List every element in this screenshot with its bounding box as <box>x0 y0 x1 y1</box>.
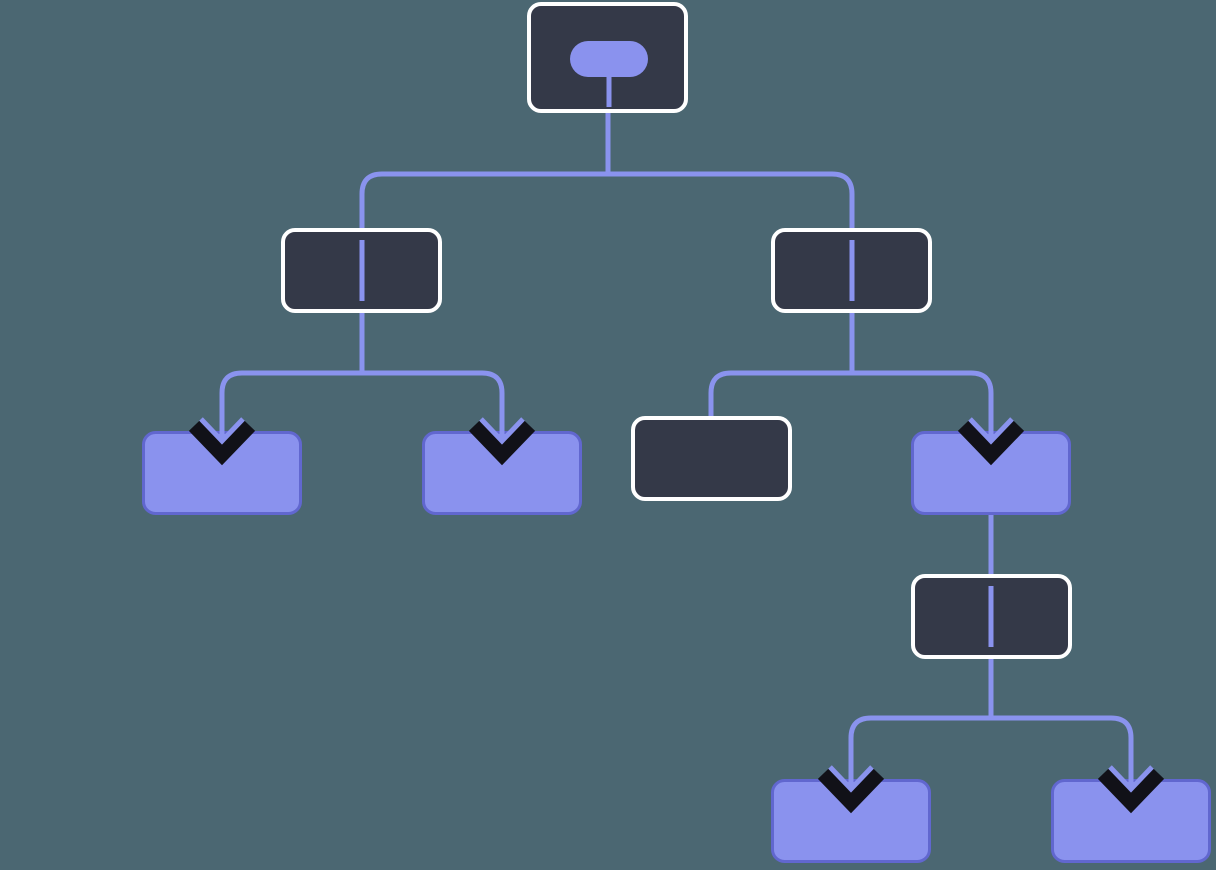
root-node-pill-badge <box>570 41 648 77</box>
connector-overlay-layer <box>359 240 994 647</box>
edge-right-branch-to-leaf-3[interactable] <box>852 370 994 440</box>
root-node[interactable] <box>527 2 688 113</box>
edge-root-to-right-branch[interactable] <box>608 171 855 313</box>
edge-left-branch-to-leaf-1[interactable] <box>219 370 362 440</box>
arrowhead-leaf-3 <box>957 413 1025 466</box>
arrowhead-leaf-1 <box>188 413 256 466</box>
arrowhead-leaf-5 <box>1097 761 1165 814</box>
edge-left-branch-to-leaf-2[interactable] <box>362 370 505 440</box>
arrowhead-leaf-2-shadow-chevron <box>468 419 536 466</box>
arrowhead-leaf-1-shadow-chevron <box>188 419 256 466</box>
empty-node[interactable] <box>631 416 792 501</box>
arrowheads-layer <box>188 413 1165 814</box>
arrowhead-leaf-3-shadow-chevron <box>957 419 1025 466</box>
edge-lower-branch-to-leaf-4[interactable] <box>848 715 991 788</box>
arrowhead-leaf-4-shadow-chevron <box>817 767 885 814</box>
empty-node-shape[interactable] <box>631 416 792 501</box>
edge-lower-branch-to-leaf-5[interactable] <box>991 715 1134 788</box>
edge-root-to-left-branch[interactable] <box>359 171 608 313</box>
arrowhead-leaf-5-shadow-chevron <box>1097 767 1165 814</box>
arrowhead-leaf-2 <box>468 413 536 466</box>
edge-right-branch-to-empty-node[interactable] <box>708 370 852 418</box>
arrowhead-leaf-4 <box>817 761 885 814</box>
